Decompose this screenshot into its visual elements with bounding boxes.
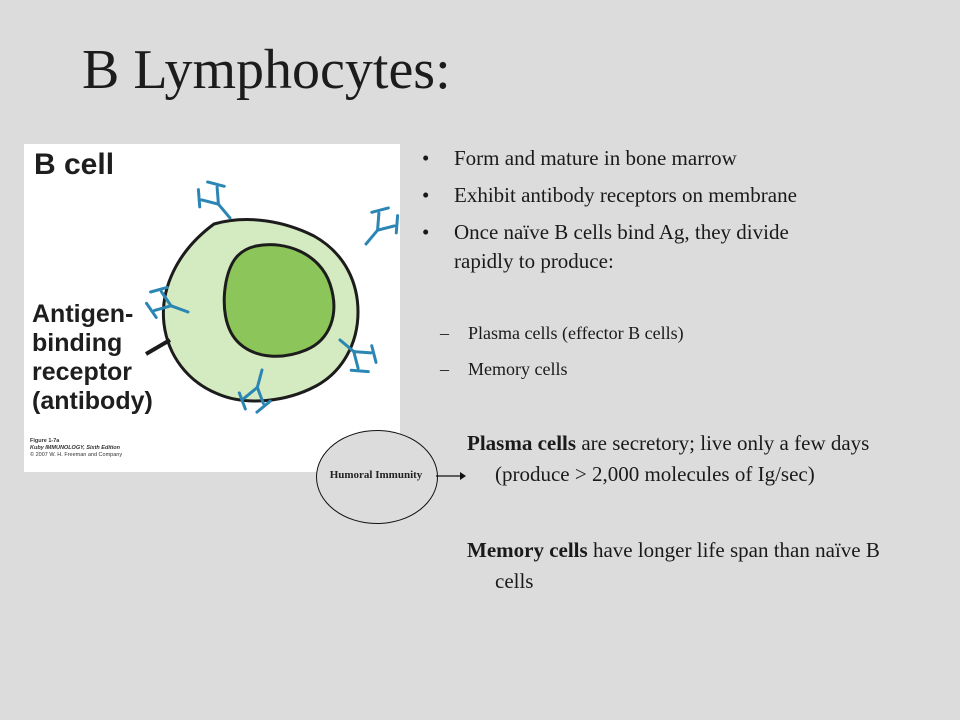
label-line: Antigen- (32, 300, 134, 328)
b-cell-diagram (144, 180, 400, 414)
label-pointer-line (144, 338, 172, 356)
plasma-cells-text: are secretory; live only a few days (pro… (495, 431, 870, 486)
b-cell-figure: B cell Antigen- binding receptor (antibo… (24, 144, 400, 472)
memory-cells-text: have longer life span than naïve B cells (495, 538, 880, 593)
bullet-item: Form and mature in bone marrow (420, 144, 840, 173)
antigen-receptor-label: Antigen- binding receptor (antibody) (32, 300, 182, 416)
antibody-icon (338, 338, 378, 374)
credit-line: © 2007 W. H. Freeman and Company (30, 452, 123, 458)
label-line: (antibody) (32, 387, 153, 415)
slide-title: B Lymphocytes: (82, 39, 451, 101)
figure-credit: Figure 1-7a Kuby IMMUNOLOGY, Sixth Editi… (30, 438, 122, 459)
plasma-cells-paragraph: Plasma cells are secretory; live only a … (467, 428, 915, 490)
cell-nucleus (222, 243, 336, 358)
main-bullet-list: Form and mature in bone marrow Exhibit a… (420, 144, 840, 284)
antibody-icon (364, 206, 400, 246)
memory-cells-term: Memory cells (467, 538, 588, 562)
figure-title: B cell (34, 148, 115, 181)
antibody-icon (237, 368, 272, 414)
sub-bullet-item: Memory cells (420, 358, 684, 380)
sub-bullet-list: Plasma cells (effector B cells) Memory c… (420, 322, 684, 394)
credit-line: Figure 1-7a (30, 438, 60, 444)
plasma-cells-term: Plasma cells (467, 431, 577, 455)
antibody-icon (144, 285, 190, 319)
antibody-icon (196, 180, 232, 220)
memory-cells-paragraph: Memory cells have longer life span than … (467, 535, 915, 597)
bullet-item: Once naïve B cells bind Ag, they divide … (420, 218, 840, 276)
sub-bullet-item: Plasma cells (effector B cells) (420, 322, 684, 344)
arrow-right-icon (436, 472, 466, 480)
humoral-immunity-oval (316, 430, 438, 524)
bullet-item: Exhibit antibody receptors on membrane (420, 181, 840, 210)
credit-line: Kuby IMMUNOLOGY, Sixth Edition (30, 445, 120, 451)
label-line: receptor (32, 358, 133, 386)
humoral-immunity-label: Humoral Immunity (329, 469, 423, 481)
label-line: binding (32, 329, 123, 357)
